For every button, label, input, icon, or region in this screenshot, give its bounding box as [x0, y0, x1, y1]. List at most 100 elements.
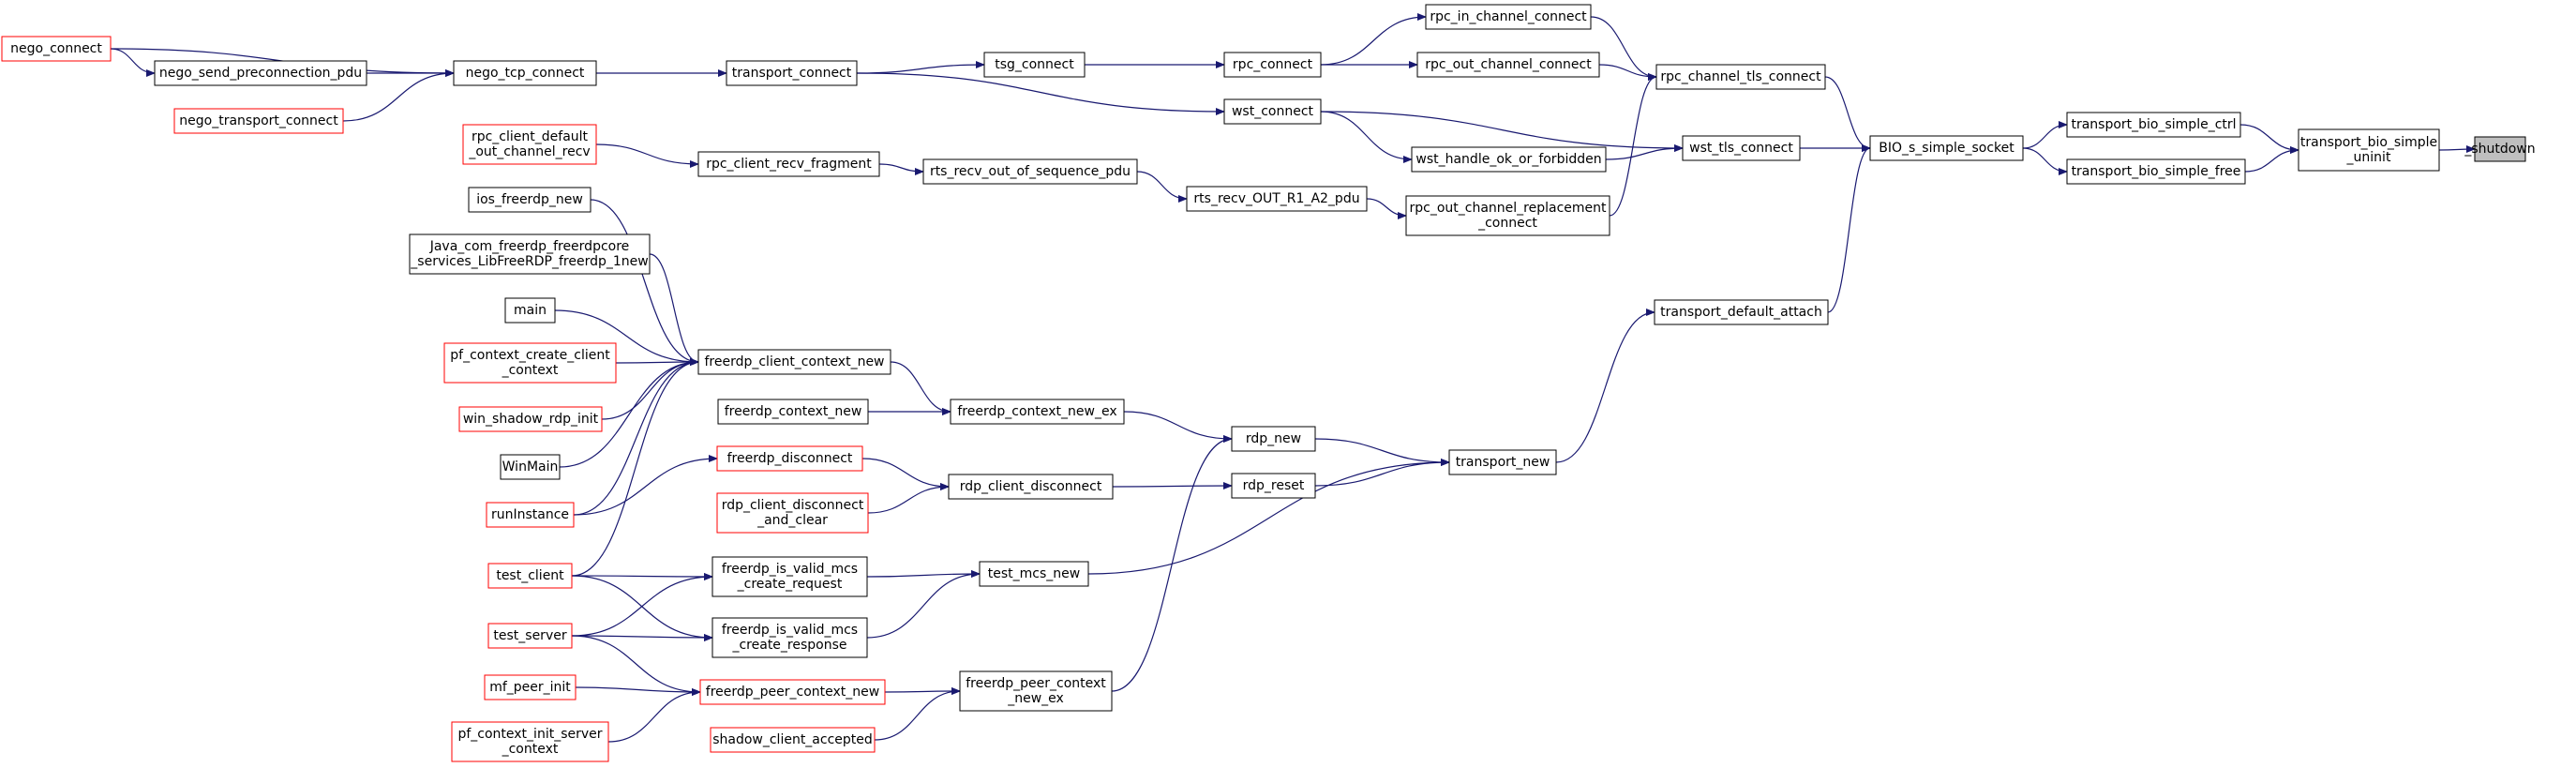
node-nego_tcp[interactable]: nego_tcp_connect — [453, 60, 597, 86]
node-nego_spdu[interactable]: nego_send_preconnection_pdu — [154, 60, 367, 86]
node-box[interactable] — [500, 454, 561, 480]
node-box[interactable] — [699, 679, 886, 705]
node-box[interactable] — [453, 60, 597, 86]
node-box[interactable] — [2066, 112, 2241, 138]
node-box[interactable] — [959, 670, 1113, 712]
node-pfcisc[interactable]: pf_context_init_server_context — [451, 721, 609, 762]
node-tmcs[interactable]: test_mcs_new — [979, 561, 1089, 587]
node-winmain[interactable]: WinMain — [500, 454, 561, 480]
node-rpcin[interactable]: rpc_in_channel_connect — [1425, 4, 1592, 30]
node-box[interactable] — [1411, 146, 1607, 173]
node-box[interactable] — [948, 474, 1114, 500]
node-rdpcdc[interactable]: rdp_client_disconnect_and_clear — [716, 492, 869, 534]
node-fdisc[interactable]: freerdp_disconnect — [716, 445, 863, 472]
node-box[interactable] — [697, 349, 891, 375]
node-box[interactable] — [1405, 195, 1610, 236]
node-wstconn[interactable]: wst_connect — [1223, 98, 1322, 125]
node-box[interactable] — [979, 561, 1089, 587]
node-box[interactable] — [726, 60, 858, 86]
node-rpcdef[interactable]: rpc_client_default_out_channel_recv — [462, 124, 597, 165]
node-rtsoos[interactable]: rts_recv_out_of_sequence_pdu — [922, 158, 1138, 185]
node-tnew[interactable]: transport_new — [1448, 449, 1557, 475]
node-rpcfrag[interactable]: rpc_client_recv_fragment — [697, 151, 880, 177]
node-fivreq[interactable]: freerdp_is_valid_mcs_create_request — [711, 556, 868, 597]
node-tclient[interactable]: test_client — [487, 563, 573, 589]
node-wsttls[interactable]: wst_tls_connect — [1682, 135, 1801, 161]
node-fpcnex[interactable]: freerdp_peer_context_new_ex — [959, 670, 1113, 712]
node-fivresp[interactable]: freerdp_is_valid_mcs_create_response — [711, 617, 868, 658]
node-box[interactable] — [173, 108, 344, 134]
node-box[interactable] — [1, 36, 112, 62]
node-box[interactable] — [716, 492, 869, 534]
node-box[interactable] — [697, 151, 880, 177]
node-tbsu[interactable]: transport_bio_simple_uninit — [2298, 128, 2440, 172]
node-tda[interactable]: transport_default_attach — [1654, 299, 1829, 325]
node-tconn[interactable]: transport_connect — [726, 60, 858, 86]
node-box[interactable] — [1654, 299, 1829, 325]
node-box[interactable] — [983, 52, 1086, 78]
node-mfpi[interactable]: mf_peer_init — [484, 674, 577, 700]
node-box[interactable] — [1425, 4, 1592, 30]
node-box[interactable] — [504, 297, 556, 324]
node-fpcn[interactable]: freerdp_peer_context_new — [699, 679, 886, 705]
node-runinst[interactable]: runInstance — [486, 502, 575, 528]
node-bio[interactable]: BIO_s_simple_socket — [1869, 135, 2024, 161]
node-box[interactable] — [1186, 186, 1368, 212]
node-box[interactable] — [950, 399, 1125, 425]
node-box[interactable] — [487, 623, 573, 649]
node-box[interactable] — [487, 563, 573, 589]
node-wsri[interactable]: win_shadow_rdp_init — [458, 406, 603, 432]
node-wsthok[interactable]: wst_handle_ok_or_forbidden — [1411, 146, 1607, 173]
node-nego_conn[interactable]: nego_connect — [1, 36, 112, 62]
node-box[interactable] — [451, 721, 609, 762]
node-box[interactable] — [154, 60, 367, 86]
node-rdpcd[interactable]: rdp_client_disconnect — [948, 474, 1114, 500]
node-box[interactable] — [2298, 128, 2440, 172]
node-ios[interactable]: ios_freerdp_new — [468, 187, 592, 213]
node-rpctls[interactable]: rpc_channel_tls_connect — [1655, 64, 1826, 90]
node-box[interactable] — [716, 445, 863, 472]
node-box[interactable] — [2474, 136, 2526, 162]
node-rpcconn[interactable]: rpc_connect — [1223, 52, 1322, 78]
node-box[interactable] — [711, 617, 868, 658]
node-box[interactable] — [1223, 52, 1322, 78]
node-box[interactable] — [1655, 64, 1826, 90]
node-box[interactable] — [458, 406, 603, 432]
node-fccn[interactable]: freerdp_client_context_new — [697, 349, 891, 375]
node-box[interactable] — [462, 124, 597, 165]
node-tsgconn[interactable]: tsg_connect — [983, 52, 1086, 78]
node-pfccc[interactable]: pf_context_create_client_context — [443, 342, 617, 384]
node-tbsfree[interactable]: transport_bio_simple_free — [2066, 158, 2246, 185]
node-rtsr1a2[interactable]: rts_recv_OUT_R1_A2_pdu — [1186, 186, 1368, 212]
node-box[interactable] — [1231, 426, 1316, 452]
node-sca[interactable]: shadow_client_accepted — [710, 727, 876, 753]
node-rpcout[interactable]: rpc_out_channel_connect — [1416, 52, 1600, 78]
node-box[interactable] — [2066, 158, 2246, 185]
node-rpcrepl[interactable]: rpc_out_channel_replacement_connect — [1405, 195, 1610, 236]
node-box[interactable] — [484, 674, 577, 700]
node-box[interactable] — [468, 187, 592, 213]
node-box[interactable] — [710, 727, 876, 753]
node-tbsctrl[interactable]: transport_bio_simple_ctrl — [2066, 112, 2241, 138]
node-box[interactable] — [443, 342, 617, 384]
node-main[interactable]: main — [504, 297, 556, 324]
node-box[interactable] — [922, 158, 1138, 185]
node-box[interactable] — [1682, 135, 1801, 161]
node-rdpreset[interactable]: rdp_reset — [1231, 473, 1316, 499]
node-fcn[interactable]: freerdp_context_new — [717, 399, 869, 425]
node-nego_tc[interactable]: nego_transport_connect — [173, 108, 344, 134]
node-box[interactable] — [409, 233, 651, 275]
node-box[interactable] — [717, 399, 869, 425]
node-box[interactable] — [1869, 135, 2024, 161]
node-tserver[interactable]: test_server — [487, 623, 573, 649]
node-box[interactable] — [1448, 449, 1557, 475]
node-rdpnew[interactable]: rdp_new — [1231, 426, 1316, 452]
node-box[interactable] — [1223, 98, 1322, 125]
node-box[interactable] — [1231, 473, 1316, 499]
node-shutdown[interactable]: _shutdown — [2464, 136, 2536, 162]
node-box[interactable] — [711, 556, 868, 597]
node-fcnex[interactable]: freerdp_context_new_ex — [950, 399, 1125, 425]
node-box[interactable] — [486, 502, 575, 528]
node-java[interactable]: Java_com_freerdp_freerdpcore_services_Li… — [409, 233, 651, 275]
node-box[interactable] — [1416, 52, 1600, 78]
